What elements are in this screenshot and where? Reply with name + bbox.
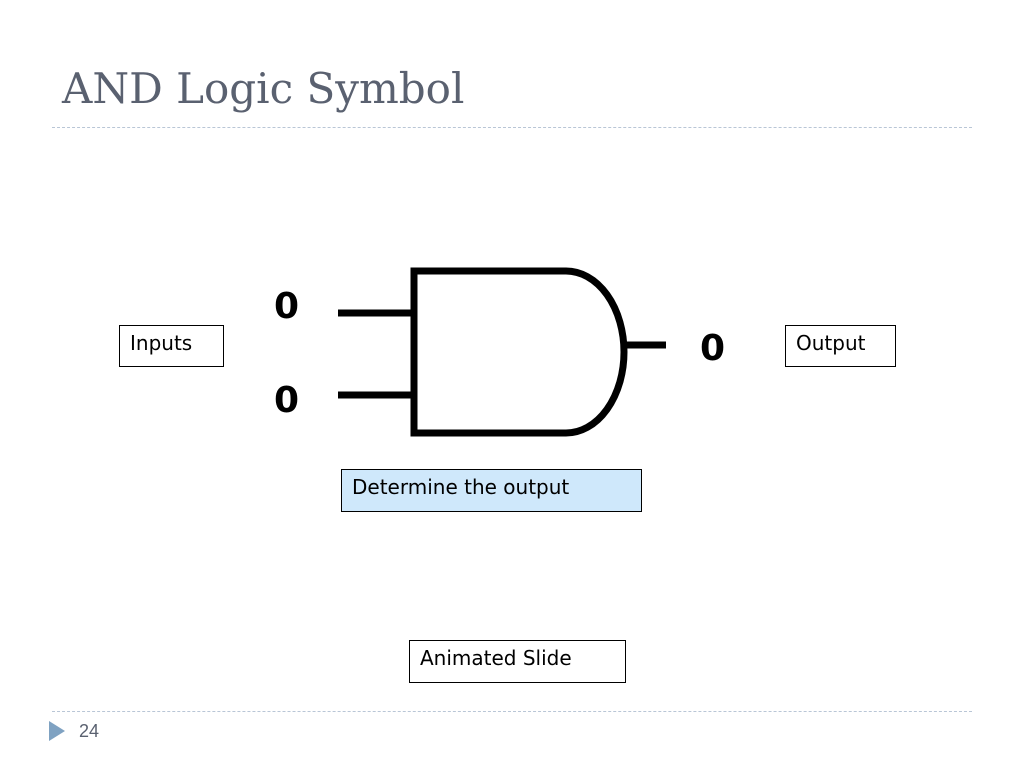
input-b-value: 0: [274, 380, 300, 421]
slide-title: AND Logic Symbol: [62, 64, 465, 113]
and-gate-icon: [338, 267, 666, 437]
triangle-bullet-icon: [49, 721, 65, 741]
gate-body: [410, 267, 628, 437]
output-value: 0: [700, 328, 726, 369]
title-divider: [52, 127, 972, 128]
animated-slide-note: Animated Slide: [409, 640, 626, 683]
input-a-value: 0: [274, 286, 300, 327]
footer-divider: [52, 711, 972, 712]
output-label: Output: [785, 325, 896, 367]
inputs-label: Inputs: [119, 325, 224, 367]
determine-output-prompt: Determine the output: [341, 469, 642, 512]
slide-number: 24: [79, 721, 100, 741]
